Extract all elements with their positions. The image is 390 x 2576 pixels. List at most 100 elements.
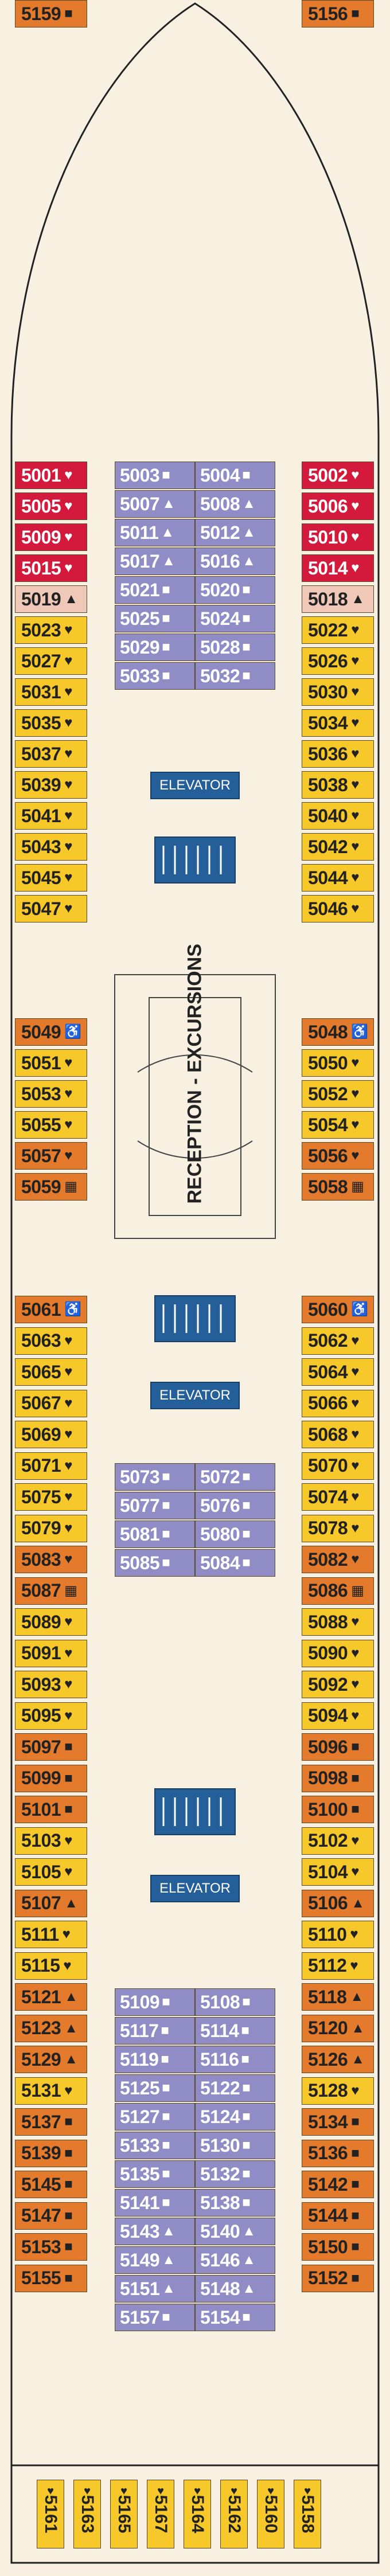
cabin-5077[interactable]: 5077■ <box>115 1492 195 1519</box>
cabin-5043[interactable]: 5043♥ <box>15 833 87 861</box>
cabin-5138[interactable]: 5138■ <box>195 2189 275 2217</box>
cabin-5050[interactable]: 5050♥ <box>302 1049 374 1077</box>
cabin-5049[interactable]: 5049♿ <box>15 1018 87 1046</box>
cabin-5103[interactable]: 5103♥ <box>15 1827 87 1855</box>
cabin-5149[interactable]: 5149▲ <box>115 2246 195 2274</box>
cabin-5104[interactable]: 5104♥ <box>302 1858 374 1886</box>
cabin-5153[interactable]: 5153■ <box>15 2233 87 2261</box>
cabin-5099[interactable]: 5099■ <box>15 1764 87 1792</box>
cabin-5038[interactable]: 5038♥ <box>302 771 374 799</box>
cabin-5160[interactable]: ♥5160 <box>257 2480 284 2548</box>
cabin-5058[interactable]: 5058▦ <box>302 1173 374 1201</box>
cabin-5033[interactable]: 5033■ <box>115 662 195 690</box>
cabin-5106[interactable]: 5106▲ <box>302 1889 374 1917</box>
cabin-5108[interactable]: 5108■ <box>195 1988 275 2016</box>
cabin-5067[interactable]: 5067♥ <box>15 1389 87 1417</box>
cabin-5015[interactable]: 5015♥ <box>15 554 87 582</box>
cabin-5089[interactable]: 5089♥ <box>15 1608 87 1636</box>
cabin-5129[interactable]: 5129▲ <box>15 2046 87 2073</box>
cabin-5107[interactable]: 5107▲ <box>15 1889 87 1917</box>
cabin-5086[interactable]: 5086▦ <box>302 1577 374 1605</box>
cabin-5148[interactable]: 5148▲ <box>195 2275 275 2303</box>
cabin-5155[interactable]: 5155■ <box>15 2264 87 2292</box>
cabin-5053[interactable]: 5053♥ <box>15 1080 87 1108</box>
cabin-5088[interactable]: 5088♥ <box>302 1608 374 1636</box>
cabin-5137[interactable]: 5137■ <box>15 2108 87 2136</box>
cabin-5052[interactable]: 5052♥ <box>302 1080 374 1108</box>
cabin-5059[interactable]: 5059▦ <box>15 1173 87 1201</box>
cabin-5131[interactable]: 5131♥ <box>15 2077 87 2105</box>
cabin-5097[interactable]: 5097■ <box>15 1733 87 1761</box>
cabin-5026[interactable]: 5026♥ <box>302 647 374 675</box>
cabin-5083[interactable]: 5083♥ <box>15 1546 87 1573</box>
cabin-5123[interactable]: 5123▲ <box>15 2014 87 2042</box>
cabin-5140[interactable]: 5140▲ <box>195 2218 275 2245</box>
cabin-5096[interactable]: 5096■ <box>302 1733 374 1761</box>
cabin-5115[interactable]: 5115♥ <box>15 1952 87 1980</box>
cabin-5084[interactable]: 5084■ <box>195 1549 275 1577</box>
cabin-5022[interactable]: 5022♥ <box>302 616 374 644</box>
cabin-5037[interactable]: 5037♥ <box>15 740 87 768</box>
cabin-5105[interactable]: 5105♥ <box>15 1858 87 1886</box>
cabin-5042[interactable]: 5042♥ <box>302 833 374 861</box>
cabin-5165[interactable]: ♥5165 <box>110 2480 138 2548</box>
cabin-5101[interactable]: 5101■ <box>15 1796 87 1823</box>
cabin-5146[interactable]: 5146▲ <box>195 2246 275 2274</box>
cabin-5079[interactable]: 5079♥ <box>15 1514 87 1542</box>
cabin-5048[interactable]: 5048♿ <box>302 1018 374 1046</box>
cabin-5005[interactable]: 5005♥ <box>15 492 87 520</box>
cabin-5127[interactable]: 5127■ <box>115 2103 195 2131</box>
cabin-5020[interactable]: 5020■ <box>195 576 275 604</box>
cabin-5076[interactable]: 5076■ <box>195 1492 275 1519</box>
cabin-5003[interactable]: 5003■ <box>115 462 195 489</box>
cabin-5018[interactable]: 5018▲ <box>302 585 374 613</box>
cabin-5012[interactable]: 5012▲ <box>195 519 275 546</box>
cabin-5142[interactable]: 5142■ <box>302 2171 374 2198</box>
cabin-5164[interactable]: ♥5164 <box>184 2480 211 2548</box>
cabin-5112[interactable]: 5112♥ <box>302 1952 374 1980</box>
cabin-5154[interactable]: 5154■ <box>195 2304 275 2331</box>
cabin-5158[interactable]: ♥5158 <box>294 2480 321 2548</box>
cabin-5116[interactable]: 5116■ <box>195 2046 275 2073</box>
cabin-5045[interactable]: 5045♥ <box>15 864 87 892</box>
cabin-5122[interactable]: 5122■ <box>195 2074 275 2102</box>
cabin-5159[interactable]: 5159■ <box>15 0 87 28</box>
cabin-5100[interactable]: 5100■ <box>302 1796 374 1823</box>
cabin-5028[interactable]: 5028■ <box>195 634 275 661</box>
cabin-5034[interactable]: 5034♥ <box>302 709 374 737</box>
cabin-5085[interactable]: 5085■ <box>115 1549 195 1577</box>
cabin-5009[interactable]: 5009♥ <box>15 523 87 551</box>
cabin-5047[interactable]: 5047♥ <box>15 895 87 922</box>
cabin-5017[interactable]: 5017▲ <box>115 548 195 575</box>
cabin-5109[interactable]: 5109■ <box>115 1988 195 2016</box>
cabin-5111[interactable]: 5111♥ <box>15 1921 87 1948</box>
cabin-5030[interactable]: 5030♥ <box>302 678 374 706</box>
cabin-5021[interactable]: 5021■ <box>115 576 195 604</box>
cabin-5114[interactable]: 5114■ <box>195 2017 275 2045</box>
cabin-5094[interactable]: 5094♥ <box>302 1702 374 1730</box>
cabin-5135[interactable]: 5135■ <box>115 2160 195 2188</box>
cabin-5024[interactable]: 5024■ <box>195 605 275 632</box>
cabin-5063[interactable]: 5063♥ <box>15 1327 87 1355</box>
cabin-5167[interactable]: ♥5167 <box>147 2480 174 2548</box>
cabin-5118[interactable]: 5118▲ <box>302 1983 374 2011</box>
cabin-5141[interactable]: 5141■ <box>115 2189 195 2217</box>
cabin-5071[interactable]: 5071♥ <box>15 1452 87 1480</box>
cabin-5057[interactable]: 5057♥ <box>15 1142 87 1170</box>
cabin-5125[interactable]: 5125■ <box>115 2074 195 2102</box>
cabin-5124[interactable]: 5124■ <box>195 2103 275 2131</box>
cabin-5070[interactable]: 5070♥ <box>302 1452 374 1480</box>
cabin-5093[interactable]: 5093♥ <box>15 1671 87 1698</box>
cabin-5061[interactable]: 5061♿ <box>15 1296 87 1323</box>
cabin-5055[interactable]: 5055♥ <box>15 1111 87 1139</box>
cabin-5039[interactable]: 5039♥ <box>15 771 87 799</box>
cabin-5054[interactable]: 5054♥ <box>302 1111 374 1139</box>
cabin-5072[interactable]: 5072■ <box>195 1463 275 1491</box>
cabin-5098[interactable]: 5098■ <box>302 1764 374 1792</box>
cabin-5151[interactable]: 5151▲ <box>115 2275 195 2303</box>
cabin-5133[interactable]: 5133■ <box>115 2132 195 2159</box>
cabin-5031[interactable]: 5031♥ <box>15 678 87 706</box>
cabin-5044[interactable]: 5044♥ <box>302 864 374 892</box>
cabin-5068[interactable]: 5068♥ <box>302 1421 374 1448</box>
cabin-5051[interactable]: 5051♥ <box>15 1049 87 1077</box>
